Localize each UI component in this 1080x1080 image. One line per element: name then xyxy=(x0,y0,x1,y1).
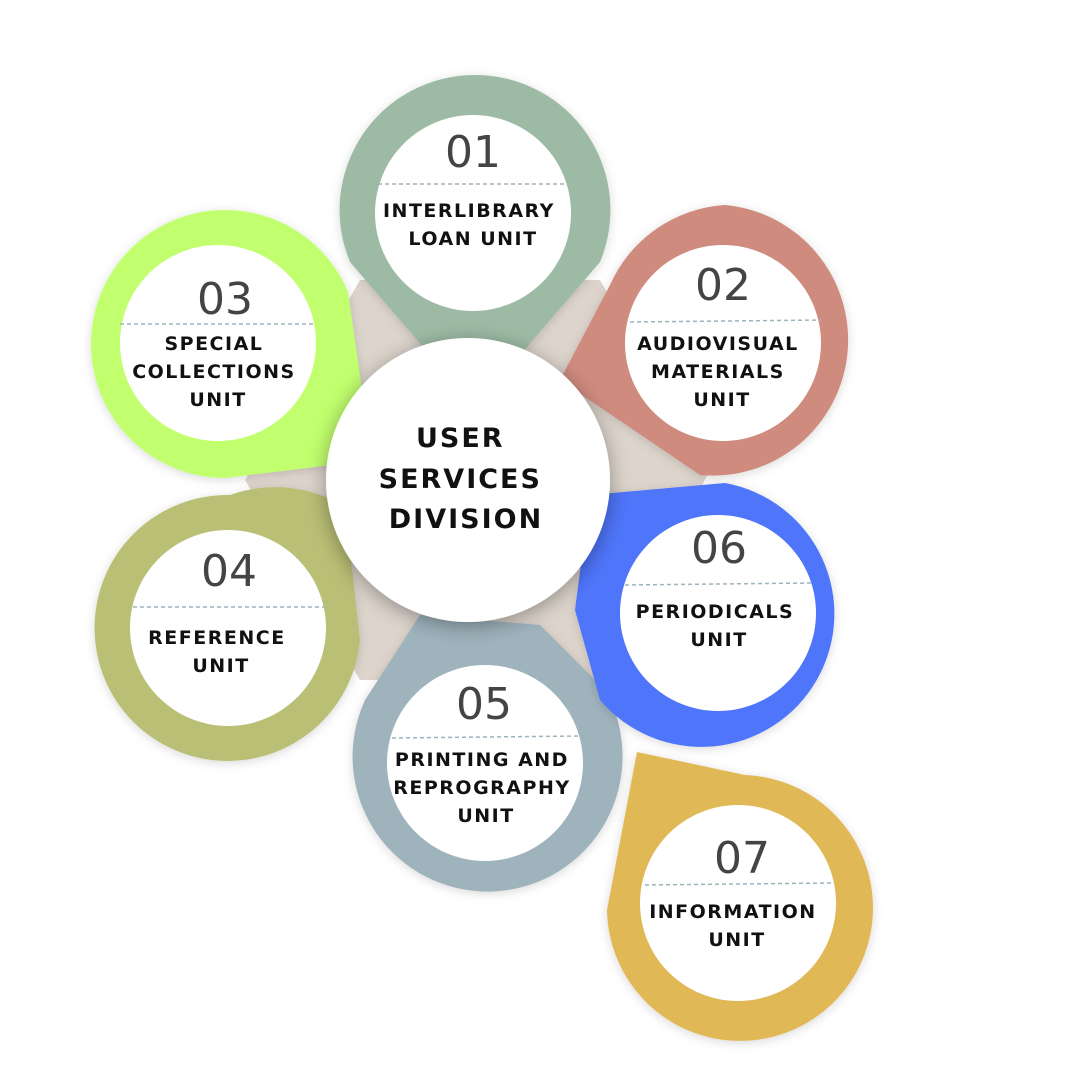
unit-label-line: REFERENCE xyxy=(148,627,286,649)
unit-label-line: INFORMATION xyxy=(649,901,816,923)
unit-07: 07 INFORMATION UNIT xyxy=(649,833,825,951)
unit-02: 02 AUDIOVISUAL MATERIALS UNIT xyxy=(637,260,807,411)
unit-label-line: INTERLIBRARY xyxy=(383,200,555,222)
unit-06-divider xyxy=(624,582,813,586)
unit-number: 05 xyxy=(456,679,512,730)
unit-label: REFERENCE UNIT xyxy=(148,627,294,677)
unit-05-inner xyxy=(387,665,583,861)
unit-label: INTERLIBRARY LOAN UNIT xyxy=(383,200,563,250)
unit-label-line: UNIT xyxy=(457,805,514,827)
unit-03: 03 SPECIAL COLLECTIONS UNIT xyxy=(132,274,304,411)
unit-05: 05 PRINTING AND REPROGRAPHY UNIT xyxy=(393,679,578,827)
unit-label-line: UNIT xyxy=(690,629,747,651)
unit-label-line: SPECIAL xyxy=(164,333,263,355)
unit-number: 03 xyxy=(197,274,253,325)
unit-label: SPECIAL COLLECTIONS UNIT xyxy=(132,333,304,411)
center-circle xyxy=(326,338,610,622)
unit-07-divider xyxy=(644,882,833,886)
unit-label-line: LOAN UNIT xyxy=(408,228,537,250)
unit-07-inner xyxy=(640,805,836,1001)
unit-06-inner xyxy=(620,515,816,711)
unit-label-line: PERIODICALS xyxy=(636,601,795,623)
unit-02-inner xyxy=(625,245,821,441)
unit-label: PERIODICALS UNIT xyxy=(636,601,803,651)
center-title-line: DIVISION xyxy=(389,504,543,535)
unit-01-inner xyxy=(375,115,571,311)
unit-04-inner xyxy=(130,530,326,726)
unit-label-line: MATERIALS xyxy=(651,361,785,383)
unit-04: 04 REFERENCE UNIT xyxy=(148,546,294,677)
unit-label: INFORMATION UNIT xyxy=(649,901,825,951)
unit-01: 01 INTERLIBRARY LOAN UNIT xyxy=(383,127,563,250)
unit-06: 06 PERIODICALS UNIT xyxy=(636,523,803,651)
unit-label-line: UNIT xyxy=(192,655,249,677)
unit-dividers xyxy=(120,183,833,886)
unit-label-line: UNIT xyxy=(189,389,246,411)
unit-label: AUDIOVISUAL MATERIALS UNIT xyxy=(637,333,807,411)
unit-number: 06 xyxy=(691,523,747,574)
unit-inner-circles xyxy=(120,115,836,1001)
unit-label-line: UNIT xyxy=(708,929,765,951)
unit-label-line: PRINTING AND xyxy=(395,749,569,771)
unit-number: 01 xyxy=(445,127,501,178)
unit-03-inner xyxy=(120,245,316,441)
unit-label-line: UNIT xyxy=(693,389,750,411)
unit-label-line: COLLECTIONS xyxy=(132,361,296,383)
unit-number: 07 xyxy=(714,833,770,884)
center-title-line: USER xyxy=(416,423,505,454)
unit-label-line: AUDIOVISUAL xyxy=(637,333,799,355)
center-title: USER SERVICES DIVISION xyxy=(379,423,554,535)
center-title-line: SERVICES xyxy=(379,464,542,495)
unit-label: PRINTING AND REPROGRAPHY UNIT xyxy=(393,749,578,827)
unit-label-line: REPROGRAPHY xyxy=(393,777,570,799)
unit-05-divider xyxy=(391,735,581,739)
unit-number: 04 xyxy=(201,546,257,597)
unit-number: 02 xyxy=(695,260,751,311)
